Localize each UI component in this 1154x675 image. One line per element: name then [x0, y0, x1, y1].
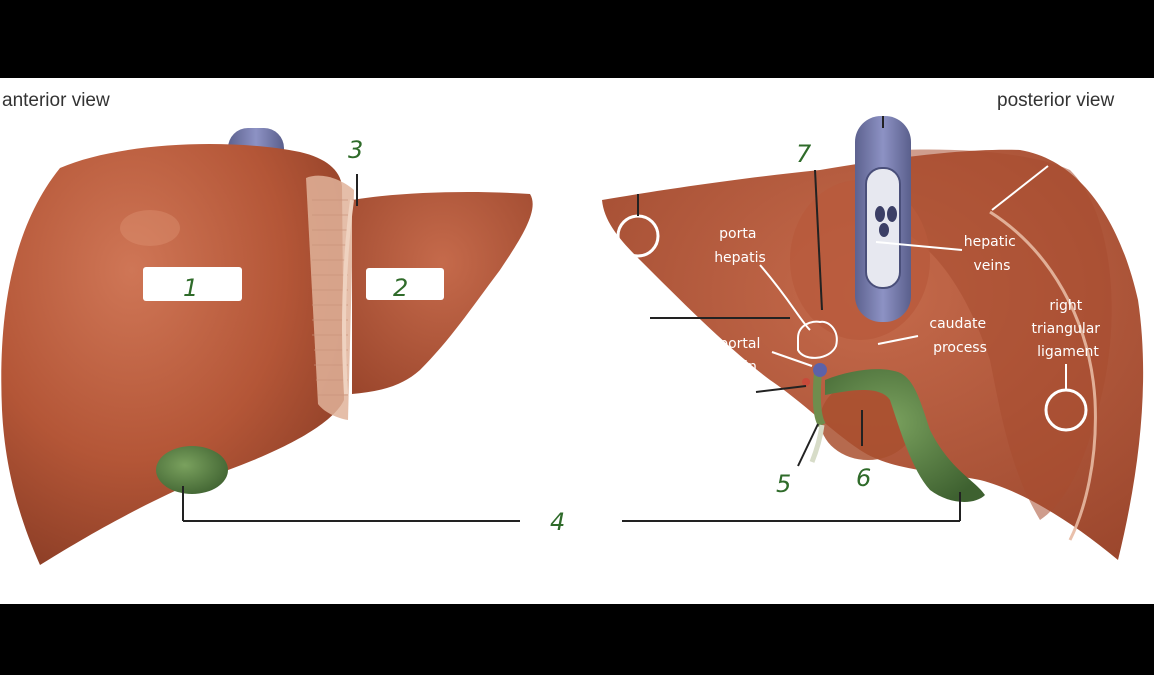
porta-hepatis-outline [797, 320, 838, 359]
label-right-triangular-ligament: right triangular ligament [1031, 298, 1104, 360]
label-porta-hepatis: porta hepatis [714, 226, 766, 266]
label-number-2: 2 [393, 274, 408, 302]
falciform-ligament [306, 175, 354, 420]
right-lobe [1, 144, 344, 565]
label-box-2 [366, 268, 444, 300]
label-number-5: 5 [776, 470, 791, 498]
label-caudate-process-line1: caudate [929, 316, 986, 332]
label-rtl-line1: right [1049, 298, 1082, 314]
round-ligament-edge [342, 199, 354, 395]
label-rtl-line2: triangular [1031, 321, 1100, 337]
label-porta-hepatis-line1: porta [719, 226, 756, 242]
label-porta-hepatis-line2: hepatis [714, 250, 766, 266]
label-portal-vein: portal vein [719, 336, 765, 375]
label-hepatic-veins-line2: veins [974, 258, 1011, 274]
label-hepatic-veins: hepatic veins [964, 234, 1020, 274]
label-number-6: 6 [856, 464, 871, 492]
label-caudate-process: caudate process [929, 316, 990, 356]
label-box-1 [143, 267, 242, 301]
label-rtl-line3: ligament [1037, 344, 1099, 360]
coronary-ligament-edge [989, 210, 1097, 541]
common-bile-duct [809, 424, 825, 463]
anterior-gallbladder [156, 446, 228, 494]
hepatic-vein-openings [875, 206, 897, 237]
label-number-4: 4 [550, 508, 565, 536]
label-hepatic-veins-line1: hepatic [964, 234, 1016, 250]
portal-vein-dot [813, 363, 827, 377]
label-number-7: 7 [796, 140, 812, 168]
posterior-gallbladder [809, 369, 985, 502]
liver-highlight [120, 210, 180, 246]
posterior-view-title: posterior view [997, 90, 1114, 111]
label-number-3: 3 [348, 136, 363, 164]
gallbladder-bracket [182, 486, 961, 522]
label-portal-vein-line2: vein [727, 359, 757, 375]
posterior-leaders [637, 116, 1067, 467]
posterior-vena-cava [855, 116, 911, 322]
label-caudate-process-line2: process [933, 340, 987, 356]
hepatic-artery-dot [802, 378, 810, 386]
cystic-duct [812, 371, 826, 428]
label-portal-vein-line1: portal [719, 336, 760, 352]
anterior-view-title: anterior view [2, 90, 110, 111]
label-number-1: 1 [183, 274, 198, 302]
